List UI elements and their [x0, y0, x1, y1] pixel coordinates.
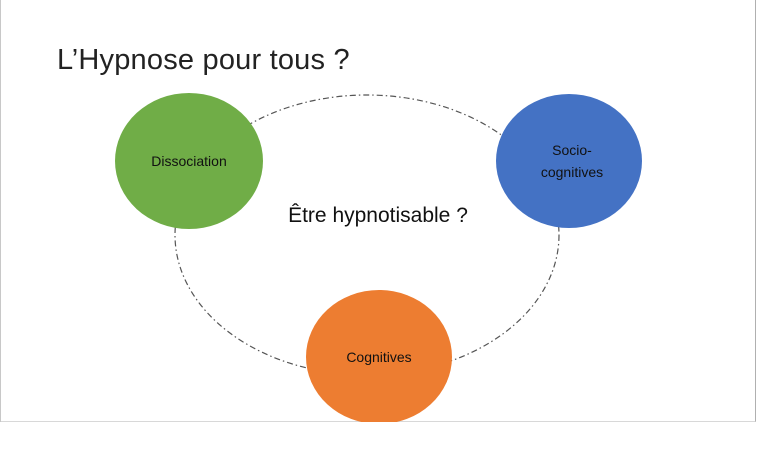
node-socio-cognitives-circle: [496, 94, 642, 228]
node-dissociation-circle: [115, 93, 263, 229]
node-dissociation: Dissociation: [115, 93, 263, 229]
slide: L’Hypnose pour tous ? Dissociation Socio…: [0, 0, 756, 422]
center-question: Être hypnotisable ?: [288, 204, 468, 227]
slide-left-edge: [0, 0, 1, 422]
hypnosis-diagram: Dissociation Socio- cognitives Cognitive…: [115, 93, 642, 422]
node-cognitives-circle: [306, 290, 452, 422]
node-socio-cognitives-label-line-1: Socio-: [552, 142, 592, 158]
node-socio-cognitives: Socio- cognitives: [496, 94, 642, 228]
node-cognitives-label: Cognitives: [346, 349, 411, 365]
slide-title: L’Hypnose pour tous ?: [57, 44, 350, 76]
node-cognitives: Cognitives: [306, 290, 452, 422]
node-socio-cognitives-label-line-2: cognitives: [541, 164, 603, 180]
node-dissociation-label: Dissociation: [151, 153, 226, 169]
